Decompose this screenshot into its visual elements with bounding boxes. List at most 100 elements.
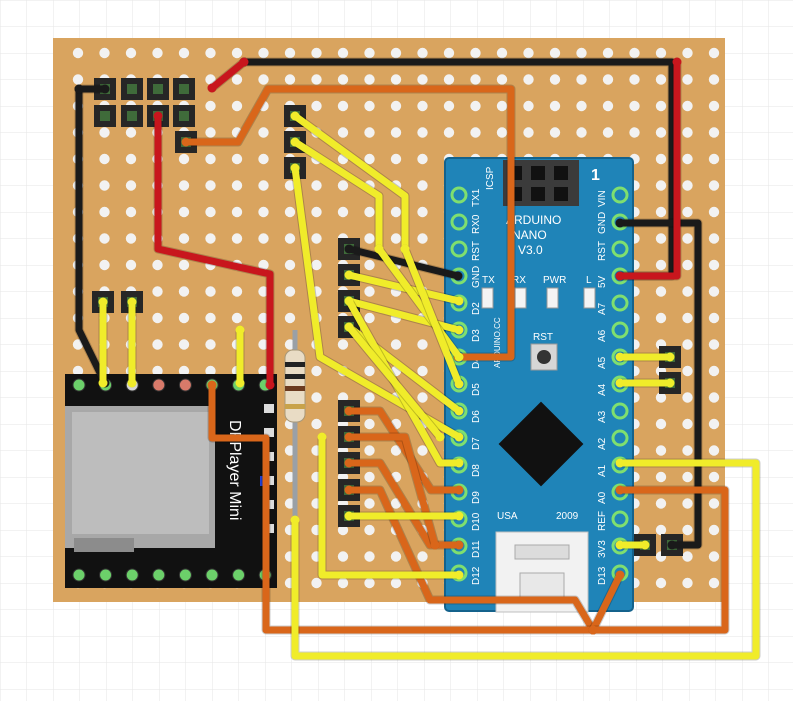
perfboard-hole	[682, 259, 693, 271]
perfboard-hole	[364, 524, 375, 536]
wire[interactable]	[589, 486, 729, 634]
wire-endpoint	[454, 325, 464, 335]
perfboard-hole	[655, 100, 667, 112]
perfboard-hole	[205, 233, 216, 244]
perfboard-hole	[284, 206, 296, 218]
wire[interactable]	[345, 297, 463, 334]
wire-endpoint	[400, 244, 410, 254]
perfboard-hole	[576, 74, 587, 85]
resistor-band	[285, 404, 305, 409]
perfboard-hole	[708, 206, 720, 218]
perfboard-hole	[364, 471, 375, 483]
perfboard-hole	[337, 180, 349, 191]
perfboard-hole	[549, 74, 561, 85]
perfboard-hole	[364, 74, 375, 85]
wire[interactable]	[616, 58, 681, 280]
perfboard-hole	[337, 100, 349, 112]
led-pwr-label: PWR	[543, 275, 566, 286]
wire-endpoint	[615, 271, 625, 281]
perfboard-hole	[629, 127, 640, 138]
perfboard-hole	[708, 339, 720, 350]
perfboard-hole	[178, 206, 190, 218]
perfboard-hole	[178, 286, 190, 297]
perfboard-hole	[655, 206, 667, 218]
perfboard-hole	[125, 153, 137, 165]
perfboard-hole	[390, 577, 402, 589]
perfboard-hole	[470, 47, 481, 59]
wire[interactable]	[375, 245, 463, 361]
wire[interactable]	[345, 323, 463, 415]
wire[interactable]	[208, 381, 597, 634]
perfboard-hole	[284, 74, 296, 85]
wire-endpoint	[640, 540, 650, 550]
perfboard-hole	[602, 47, 614, 59]
nano-title-arduino: ARDUINO	[506, 213, 561, 227]
perfboard-hole	[258, 233, 269, 244]
wire[interactable]	[345, 245, 462, 280]
perfboard-hole	[364, 233, 375, 244]
perfboard-hole	[682, 180, 693, 191]
perfboard-hole	[231, 100, 243, 112]
resistor	[284, 330, 306, 520]
wire-endpoint	[454, 432, 464, 442]
perfboard-hole	[390, 100, 402, 112]
perfboard-hole	[178, 312, 190, 324]
perfboard-hole	[337, 74, 349, 85]
perfboard-hole	[682, 365, 693, 377]
perfboard-hole	[284, 233, 296, 244]
wire[interactable]	[589, 571, 624, 634]
perfboard-hole	[258, 339, 269, 350]
led-rx-label: RX	[512, 275, 526, 286]
resistor-band	[285, 374, 305, 379]
wire[interactable]	[345, 459, 463, 549]
nano-pin-label: GND	[597, 212, 608, 234]
wire[interactable]	[291, 459, 760, 660]
nano-pin-label: D11	[471, 540, 482, 558]
perfboard-hole	[682, 74, 693, 85]
perfboard-hole	[682, 100, 693, 112]
perfboard-hole	[523, 74, 534, 85]
perfboard-hole	[390, 74, 402, 85]
perfboard-hole	[417, 392, 428, 403]
wire[interactable]	[401, 245, 463, 388]
wire-endpoint	[454, 458, 464, 468]
wire[interactable]	[345, 323, 444, 441]
wire[interactable]	[345, 297, 463, 467]
wire[interactable]	[291, 112, 409, 253]
perfboard-hole	[390, 206, 402, 218]
wire[interactable]	[75, 85, 109, 387]
icsp-pin	[554, 187, 568, 201]
wire-endpoint	[127, 297, 137, 307]
nano-pin-label: A3	[597, 410, 608, 423]
perfboard-hole	[125, 233, 137, 244]
wire[interactable]	[345, 486, 597, 634]
perfboard-hole	[390, 445, 402, 456]
nano-pin-label: A5	[597, 356, 608, 369]
nano-pin-label: A2	[597, 437, 608, 450]
perfboard-hole	[629, 47, 640, 59]
nano-pin	[611, 186, 629, 204]
perfboard-hole	[205, 127, 216, 138]
perfboard-hole	[284, 312, 296, 324]
wire[interactable]	[182, 85, 515, 361]
perfboard-hole	[390, 233, 402, 244]
wire[interactable]	[345, 433, 439, 549]
perfboard-hole	[390, 127, 402, 138]
wire[interactable]	[291, 138, 383, 253]
perfboard-hole	[311, 418, 322, 430]
wire[interactable]	[208, 58, 248, 92]
perfboard-hole	[443, 74, 455, 85]
wire-endpoint	[235, 325, 245, 335]
led-l	[583, 287, 596, 309]
wire[interactable]	[616, 219, 702, 549]
wire-endpoint	[317, 432, 327, 442]
nano-pin-label: VIN	[597, 190, 608, 207]
perfboard-hole	[708, 445, 720, 456]
wire[interactable]	[318, 433, 463, 579]
perfboard-hole	[390, 153, 402, 165]
perfboard-hole	[682, 471, 693, 483]
perfboard-hole	[602, 100, 614, 112]
wire[interactable]	[154, 112, 274, 389]
perfboard-hole	[99, 153, 110, 165]
nano-pin-label: D8	[471, 464, 482, 477]
